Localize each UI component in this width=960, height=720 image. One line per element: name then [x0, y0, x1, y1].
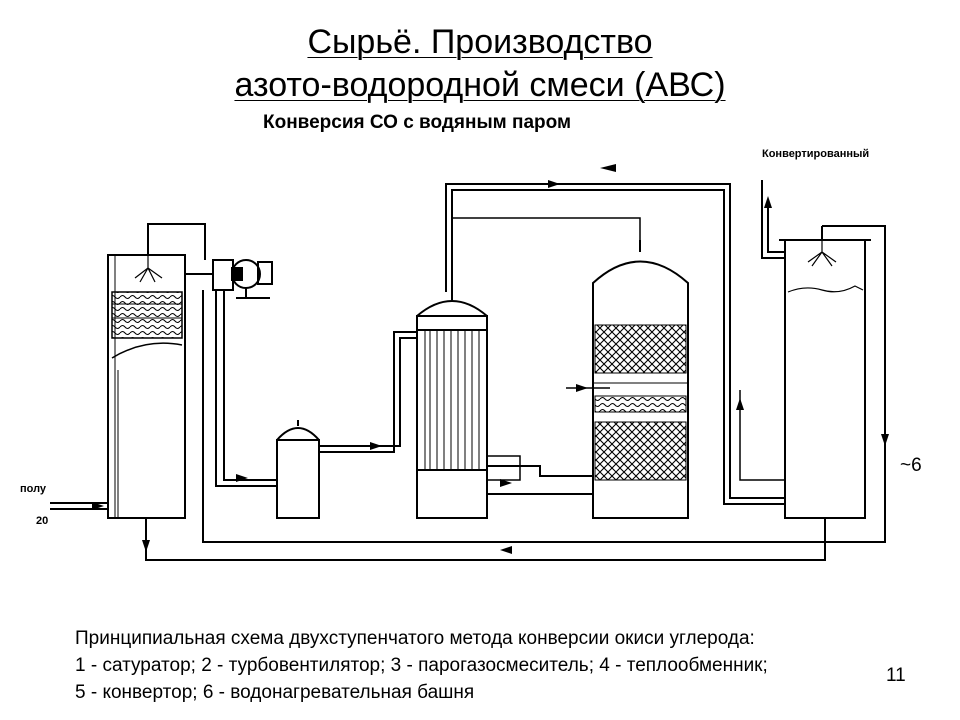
inlet-temperature-label: 20: [36, 515, 49, 527]
page-number: 11: [886, 665, 906, 686]
saturator: [107, 254, 186, 519]
converter: [566, 240, 689, 519]
process-diagram: [50, 164, 889, 561]
turbo-fan: [212, 259, 273, 299]
inlet-label: полу: [20, 483, 47, 495]
outlet-label: Конвертированный: [762, 148, 870, 160]
caption-line-2: 1 - сатуратор; 2 - турбовентилятор; 3 - …: [75, 655, 768, 676]
water-heating-tower: [779, 225, 871, 519]
heat-exchanger: [416, 292, 488, 519]
flow-arrows: [92, 164, 889, 554]
piping: [50, 180, 886, 561]
slide-title-line-1: Сырьё. Производство: [307, 23, 653, 61]
caption-line-1: Принципиальная схема двухступенчатого ме…: [75, 628, 755, 649]
gas-mixer: [276, 420, 320, 519]
item-number-label: ~6: [900, 455, 922, 476]
slide-title-line-2: азото-водородной смеси (АВС): [234, 66, 726, 104]
caption-line-3: 5 - конвертор; 6 - водонагревательная ба…: [75, 682, 475, 703]
diagram-subtitle: Конверсия СО с водяным паром: [263, 112, 572, 133]
